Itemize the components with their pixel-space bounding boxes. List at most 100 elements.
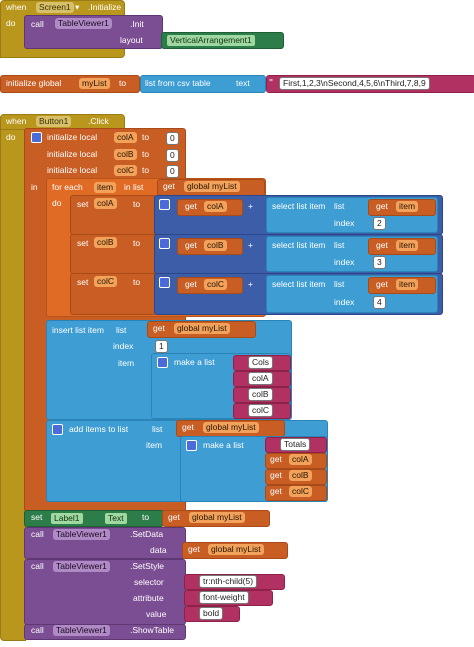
index-param-label: index	[113, 341, 134, 351]
initialize-global-label: initialize global	[6, 78, 62, 88]
csv-text-value[interactable]: First,1,2,3\nSecond,4,5,6\nThird,7,8,9	[279, 77, 430, 90]
index-number[interactable]: 1	[155, 340, 168, 353]
attribute-value[interactable]: font-weight	[199, 591, 249, 604]
local-var-colc[interactable]: colC	[114, 165, 138, 176]
get-var-dropdown[interactable]: colC	[289, 486, 313, 497]
set-label: set	[77, 277, 89, 287]
get-item-dropdown[interactable]: item	[396, 201, 419, 212]
global-variable-name[interactable]: myList	[79, 78, 110, 89]
plus-operator: +	[248, 240, 253, 250]
local-var-cola[interactable]: colA	[114, 132, 137, 143]
get-var-dropdown[interactable]: colA	[204, 201, 227, 212]
selector-value[interactable]: tr:nth-child(5)	[199, 575, 258, 588]
get-label: get	[270, 454, 282, 464]
mutator-gear-icon[interactable]	[159, 238, 170, 249]
string-value[interactable]: colB	[248, 388, 273, 401]
get-label: get	[168, 512, 180, 522]
get-var-dropdown[interactable]: colB	[204, 240, 227, 251]
select-list-item-label: select list item	[272, 201, 326, 211]
get-label: get	[188, 544, 200, 554]
select-list-item-label: select list item	[272, 240, 326, 250]
mutator-gear-icon[interactable]	[157, 357, 168, 368]
local-var-colb[interactable]: colB	[114, 149, 137, 160]
global-mylist-dropdown[interactable]: global myList	[203, 422, 259, 433]
number-zero[interactable]: 0	[166, 165, 179, 178]
string-value[interactable]: colC	[248, 404, 274, 417]
get-var-dropdown[interactable]: colA	[289, 454, 312, 465]
list-param-label: list	[152, 424, 163, 434]
value-value[interactable]: bold	[199, 607, 224, 620]
in-label: in	[31, 182, 38, 192]
in-list-label: in list	[124, 182, 144, 192]
tableviewer-component-dropdown[interactable]: TableViewer1	[53, 529, 110, 540]
list-param-label: list	[116, 325, 127, 335]
get-label: get	[153, 323, 165, 333]
number-zero[interactable]: 0	[166, 149, 179, 162]
global-mylist-dropdown[interactable]: global myList	[184, 181, 240, 192]
tableviewer-component-dropdown[interactable]: TableViewer1	[53, 625, 110, 636]
setdata-method-name: .SetData	[130, 529, 164, 539]
get-item-dropdown[interactable]: item	[396, 240, 419, 251]
tableviewer-component-dropdown[interactable]: TableViewer1	[55, 18, 112, 29]
text-property-dropdown[interactable]: Text	[104, 512, 128, 525]
index-number[interactable]: 4	[373, 296, 386, 309]
button-click-event-block[interactable]	[0, 114, 26, 641]
global-mylist-dropdown[interactable]: global myList	[174, 323, 230, 334]
get-label: get	[376, 279, 388, 289]
get-label: get	[185, 240, 197, 250]
get-var-dropdown[interactable]: colB	[289, 470, 312, 481]
call-label: call	[31, 529, 44, 539]
call-label: call	[31, 625, 44, 635]
label-component-dropdown[interactable]: Label1	[50, 512, 84, 525]
mutator-gear-icon[interactable]	[159, 199, 170, 210]
vertical-arrangement-dropdown[interactable]: VerticalArrangement1	[166, 34, 256, 47]
string-value[interactable]: Totals	[280, 438, 311, 451]
chevron-down-icon: ▾	[75, 2, 80, 12]
get-item-dropdown[interactable]: item	[396, 279, 419, 290]
tableviewer-component-dropdown[interactable]: TableViewer1	[53, 561, 110, 572]
item-param-label: item	[146, 440, 163, 450]
string-value[interactable]: colA	[248, 372, 273, 385]
list-from-csv-table-block[interactable]	[140, 75, 266, 93]
value-param-label: value	[146, 609, 167, 619]
index-param-label: index	[334, 297, 355, 307]
select-list-item-label: select list item	[272, 279, 326, 289]
get-label: get	[376, 240, 388, 250]
call-label: call	[31, 561, 44, 571]
mutator-gear-icon[interactable]	[186, 440, 197, 451]
mutator-gear-icon[interactable]	[159, 277, 170, 288]
set-label: set	[31, 512, 43, 522]
layout-param-label: layout	[120, 35, 143, 45]
set-var-dropdown[interactable]: colC	[94, 276, 118, 287]
to-label: to	[142, 149, 150, 159]
showtable-method-name: .ShowTable	[130, 625, 174, 635]
plus-operator: +	[248, 201, 253, 211]
mutator-gear-icon[interactable]	[52, 424, 63, 435]
list-param-label: list	[334, 279, 345, 289]
get-label: get	[270, 486, 282, 496]
get-var-dropdown[interactable]: colC	[204, 279, 228, 290]
string-value[interactable]: Cols	[248, 356, 274, 369]
list-param-label: list	[334, 240, 345, 250]
index-number[interactable]: 3	[373, 256, 386, 269]
call-label: call	[31, 19, 44, 29]
initialize-local-label: initialize local	[47, 165, 98, 175]
screen-component-dropdown[interactable]: Screen1	[36, 2, 74, 13]
plus-operator: +	[248, 279, 253, 289]
global-mylist-dropdown[interactable]: global myList	[189, 512, 245, 523]
to-label: to	[119, 78, 127, 88]
set-label: set	[77, 199, 89, 209]
set-var-dropdown[interactable]: colB	[94, 237, 117, 248]
button-component-dropdown[interactable]: Button1	[36, 116, 72, 127]
click-event-name: .Click	[88, 116, 109, 126]
mutator-gear-icon[interactable]	[31, 132, 42, 143]
index-number[interactable]: 2	[373, 217, 386, 230]
global-mylist-dropdown[interactable]: global myList	[208, 544, 264, 555]
do-label: do	[6, 18, 16, 28]
to-label: to	[133, 238, 141, 248]
get-label: get	[376, 201, 388, 211]
loop-variable-item[interactable]: item	[94, 182, 117, 193]
list-from-csv-label: list from csv table	[145, 78, 211, 88]
number-zero[interactable]: 0	[166, 132, 179, 145]
set-var-dropdown[interactable]: colA	[94, 198, 117, 209]
